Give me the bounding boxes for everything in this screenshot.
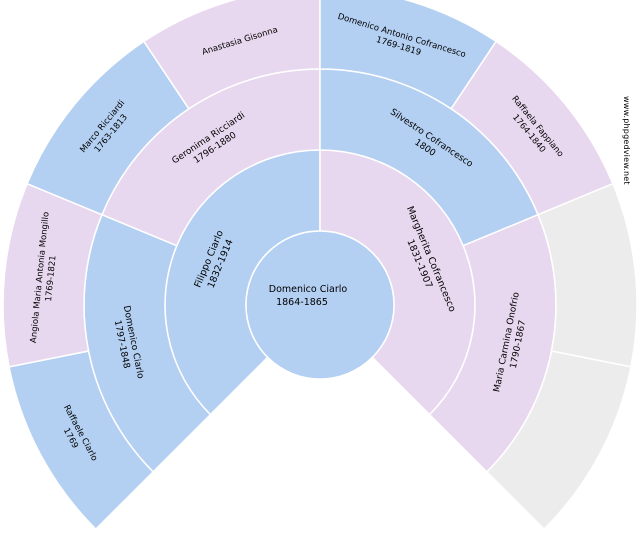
root-person[interactable]: Domenico Ciarlo 1864-1865 [245,230,395,380]
root-name: Domenico Ciarlo [269,284,348,295]
ancestor-segment[interactable] [142,0,321,110]
ancestor-segment[interactable] [485,350,632,531]
root-dates: 1864-1865 [276,297,328,308]
site-watermark: www.phpgedview.net [622,96,631,185]
root-circle[interactable] [245,230,395,380]
ancestor-dates: 1769-1821 [44,255,58,302]
ancestor-segments [2,0,638,531]
